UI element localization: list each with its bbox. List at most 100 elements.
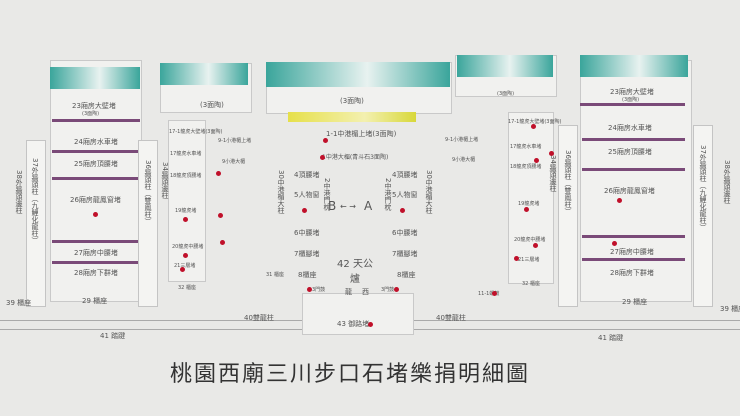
label-8-right: 8櫃座 [397, 271, 416, 279]
label-9-1-right: 9-1小港楣上堵 [445, 137, 479, 143]
marker-dot [302, 208, 307, 213]
label-23-right: 23廂房大壁堵 [610, 88, 654, 96]
marker-dot [534, 158, 539, 163]
label-6-left: 6中腰堵 [294, 229, 320, 237]
column-37-right [693, 125, 713, 307]
divider [52, 119, 140, 122]
label-25: 25廂房頂腰堵 [74, 160, 118, 168]
marker-dot [216, 171, 221, 176]
label-24: 24廂房水車堵 [74, 138, 118, 146]
label-3-left: 3門鼓 [312, 287, 326, 293]
label-a: A [364, 199, 373, 213]
label-42: 42 天公爐 [337, 259, 373, 285]
label-8-left: 8櫃座 [298, 271, 317, 279]
marker-dot [307, 287, 312, 292]
right-wing-wall [580, 60, 692, 302]
column-36-right [558, 125, 578, 307]
label-7-left: 7櫃腳堵 [294, 250, 320, 258]
label-7-right: 7櫃腳堵 [392, 250, 418, 258]
label-29-right: 29 櫃座 [622, 298, 648, 306]
label-9-right: 9小港大楣 [452, 157, 476, 163]
column-37 [26, 140, 46, 307]
right-inner-banner [457, 55, 553, 77]
left-wing-wall [50, 60, 142, 302]
label-19-right: 19龍虎堵 [518, 201, 540, 207]
label-30-right: 30中港楣大柱 [425, 170, 433, 214]
label-34-right: 34牆頭邊柱 [549, 155, 557, 192]
label-36: 36牆頭柱（雙鳳柱） [144, 160, 152, 225]
column-36 [138, 140, 158, 307]
label-17: 17龍虎水車堵 [170, 151, 202, 157]
label-27-right: 27廂房中腰堵 [610, 248, 654, 256]
label-2-right: 2中港門枕 [384, 178, 392, 211]
marker-dot [323, 138, 328, 143]
label-25-right: 25廂房頂腰堵 [608, 148, 652, 156]
left-dragon-tiger-wall [168, 120, 206, 282]
label-37: 37外牆頭柱（九鯉化龍柱） [31, 158, 39, 244]
label-4-left: 4頂腰堵 [294, 171, 320, 179]
label-18: 18龍虎頂腰堵 [170, 173, 202, 179]
label-5-right: 5人物窗 [392, 191, 418, 199]
marker-dot [220, 240, 225, 245]
label-23: 23廂房大壁堵 [72, 102, 116, 110]
label-23-sub-right: (3面陶) [622, 97, 640, 103]
label-west: 西 [362, 288, 369, 296]
marker-dot [531, 124, 536, 129]
divider [52, 177, 140, 180]
marker-dot [320, 155, 325, 160]
label-40-right: 40雙龍柱 [436, 314, 466, 322]
left-inner-banner [160, 63, 248, 85]
label-32-right: 32 櫃座 [522, 281, 540, 287]
label-b: B [328, 199, 337, 213]
label-21: 21三層堵 [174, 263, 196, 269]
label-1-1: 1-1中港楣上堵(3面陶) [326, 130, 397, 138]
label-41-right: 41 踏踺 [598, 334, 624, 342]
marker-dot [617, 198, 622, 203]
divider [52, 261, 140, 264]
label-17-1: 17-1龍虎大壁堵(3面陶) [169, 129, 223, 135]
label-20: 20龍虎中腰堵 [172, 244, 204, 250]
marker-dot [533, 243, 538, 248]
diagram-title: 桃園西廟三川步口石堵樂捐明細圖 [170, 362, 531, 387]
label-40-left: 40雙龍柱 [244, 314, 274, 322]
label-37-right: 37外牆頭柱（九鯉化龍柱） [699, 145, 707, 231]
center-banner [266, 62, 450, 87]
marker-dot [492, 291, 497, 296]
label-9: 9小港大楣 [222, 159, 246, 165]
marker-dot [93, 212, 98, 217]
marker-dot [514, 256, 519, 261]
label-1: 1中港大楣(青斗石3面陶) [322, 154, 389, 161]
label-23-sub: (3面陶) [82, 111, 100, 117]
label-5-left: 5人物窗 [294, 191, 320, 199]
label-17-right: 17龍虎水車堵 [510, 144, 542, 150]
marker-dot [368, 322, 373, 327]
label-39-right: 39 櫃座 [720, 305, 740, 313]
marker-dot [400, 208, 405, 213]
marker-dot [183, 217, 188, 222]
label-3-right: 3門鼓 [381, 287, 395, 293]
label-2-left: 2中港門枕 [323, 178, 331, 211]
label-9-1: 9-1小港楣上堵 [218, 138, 252, 144]
yellow-lintel [288, 112, 416, 122]
label-dragon: 龍 [345, 288, 352, 296]
marker-dot [180, 267, 185, 272]
divider [582, 258, 685, 261]
marker-dot [183, 253, 188, 258]
label-18-right: 18龍虎頂腰堵 [510, 164, 542, 170]
label-39: 39 櫃座 [6, 299, 32, 307]
label-36-right: 36牆頭柱（雙鳳柱） [564, 150, 572, 215]
label-arrow: ← → [340, 202, 356, 211]
label-28: 28廂房下群堵 [74, 269, 118, 277]
right-dragon-tiger-wall [508, 112, 554, 284]
marker-dot [612, 241, 617, 246]
label-29: 29 櫃座 [82, 297, 108, 305]
label-27: 27廂房中腰堵 [74, 249, 118, 257]
label-38-right: 38外牆頭邊柱 [723, 160, 731, 204]
label-31: 31 櫃座 [266, 272, 284, 278]
left-wing-banner [50, 67, 140, 89]
divider [582, 235, 685, 238]
label-26-right: 26廂房龍鳳窗堵 [604, 187, 655, 195]
divider [582, 138, 685, 141]
label-24-right: 24廂房水車堵 [608, 124, 652, 132]
marker-dot [218, 213, 223, 218]
